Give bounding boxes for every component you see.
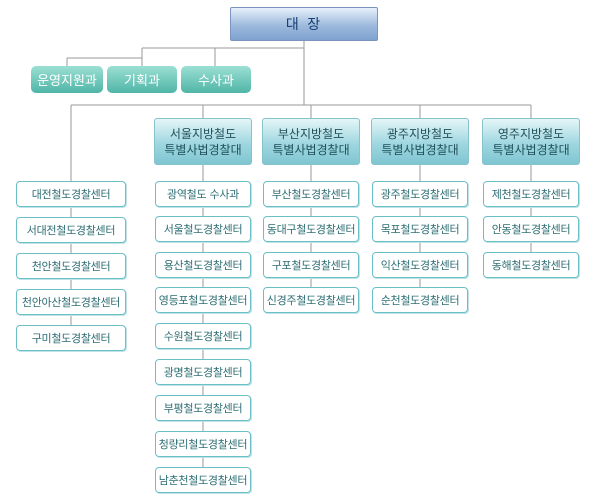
- hq-line1: 부산지방철도: [277, 126, 345, 141]
- center-box: 대전철도경찰센터: [16, 181, 126, 207]
- staff-box-operations-support: 운영지원과: [31, 66, 103, 93]
- center-box: 청량리철도경찰센터: [155, 431, 251, 457]
- center-label: 동해철도경찰센터: [491, 259, 571, 272]
- hq-box-busan: 부산지방철도 특별사법경찰대: [262, 118, 360, 165]
- center-label: 신경주철도경찰센터: [266, 294, 356, 307]
- center-label: 서대전철도경찰센터: [26, 224, 116, 237]
- center-label: 부산철도경찰센터: [271, 188, 351, 201]
- hq-line2: 특별사법경찰대: [492, 142, 570, 157]
- commander-label: 대 장: [285, 17, 323, 33]
- center-label: 광명철도경찰센터: [163, 366, 243, 379]
- center-label: 목포철도경찰센터: [380, 223, 460, 236]
- center-box: 서대전철도경찰센터: [16, 217, 126, 243]
- center-label: 구미철도경찰센터: [31, 332, 111, 345]
- center-box: 천안철도경찰센터: [16, 253, 126, 279]
- center-label: 광역철도 수사과: [167, 188, 239, 201]
- center-box: 남춘천철도경찰센터: [155, 467, 251, 493]
- center-label: 수원철도경찰센터: [163, 330, 243, 343]
- center-box: 순천철도경찰센터: [372, 287, 468, 313]
- center-box: 동해철도경찰센터: [483, 252, 579, 278]
- center-label: 제천철도경찰센터: [491, 188, 571, 201]
- center-box: 광명철도경찰센터: [155, 359, 251, 385]
- center-label: 천안아산철도경찰센터: [21, 296, 121, 309]
- center-label: 순천철도경찰센터: [380, 294, 460, 307]
- center-box: 구포철도경찰센터: [263, 252, 359, 278]
- center-box: 동대구철도경찰센터: [263, 216, 359, 242]
- center-box: 광역철도 수사과: [155, 181, 251, 207]
- hq-box-yeongju: 영주지방철도 특별사법경찰대: [482, 118, 580, 165]
- center-box: 목포철도경찰센터: [372, 216, 468, 242]
- center-label: 동대구철도경찰센터: [266, 223, 356, 236]
- hq-line1: 서울지방철도: [169, 126, 237, 141]
- center-box: 신경주철도경찰센터: [263, 287, 359, 313]
- hq-line2: 특별사법경찰대: [381, 142, 459, 157]
- hq-line2: 특별사법경찰대: [272, 142, 350, 157]
- hq-line2: 특별사법경찰대: [164, 142, 242, 157]
- staff-label: 운영지원과: [37, 74, 97, 89]
- center-box: 제천철도경찰센터: [483, 181, 579, 207]
- hq-line1: 영주지방철도: [497, 126, 565, 141]
- center-box: 수원철도경찰센터: [155, 323, 251, 349]
- center-box: 안동철도경찰센터: [483, 216, 579, 242]
- center-label: 안동철도경찰센터: [491, 223, 571, 236]
- center-box: 서울철도경찰센터: [155, 216, 251, 242]
- center-label: 남춘천철도경찰센터: [158, 474, 248, 487]
- center-box: 용산철도경찰센터: [155, 252, 251, 278]
- center-label: 부평철도경찰센터: [163, 402, 243, 415]
- center-label: 광주철도경찰센터: [380, 188, 460, 201]
- commander-box: 대 장: [230, 7, 378, 41]
- center-label: 청량리철도경찰센터: [158, 438, 248, 451]
- center-box: 천안아산철도경찰센터: [16, 289, 126, 315]
- center-label: 대전철도경찰센터: [31, 188, 111, 201]
- center-box: 익산철도경찰센터: [372, 252, 468, 278]
- staff-box-planning: 기획과: [107, 66, 177, 93]
- hq-box-gwangju: 광주지방철도 특별사법경찰대: [371, 118, 469, 165]
- hq-box-seoul: 서울지방철도 특별사법경찰대: [154, 118, 252, 165]
- staff-label: 수사과: [198, 74, 234, 89]
- center-box: 영등포철도경찰센터: [155, 287, 251, 313]
- center-box: 부평철도경찰센터: [155, 395, 251, 421]
- center-label: 구포철도경찰센터: [271, 259, 351, 272]
- center-box: 광주철도경찰센터: [372, 181, 468, 207]
- center-label: 용산철도경찰센터: [163, 259, 243, 272]
- center-label: 천안철도경찰센터: [31, 260, 111, 273]
- center-box: 부산철도경찰센터: [263, 181, 359, 207]
- center-label: 영등포철도경찰센터: [158, 294, 248, 307]
- center-label: 익산철도경찰센터: [380, 259, 460, 272]
- staff-box-investigation: 수사과: [181, 66, 251, 93]
- center-label: 서울철도경찰센터: [163, 223, 243, 236]
- hq-line1: 광주지방철도: [386, 126, 454, 141]
- staff-label: 기획과: [124, 74, 160, 89]
- center-box: 구미철도경찰센터: [16, 325, 126, 351]
